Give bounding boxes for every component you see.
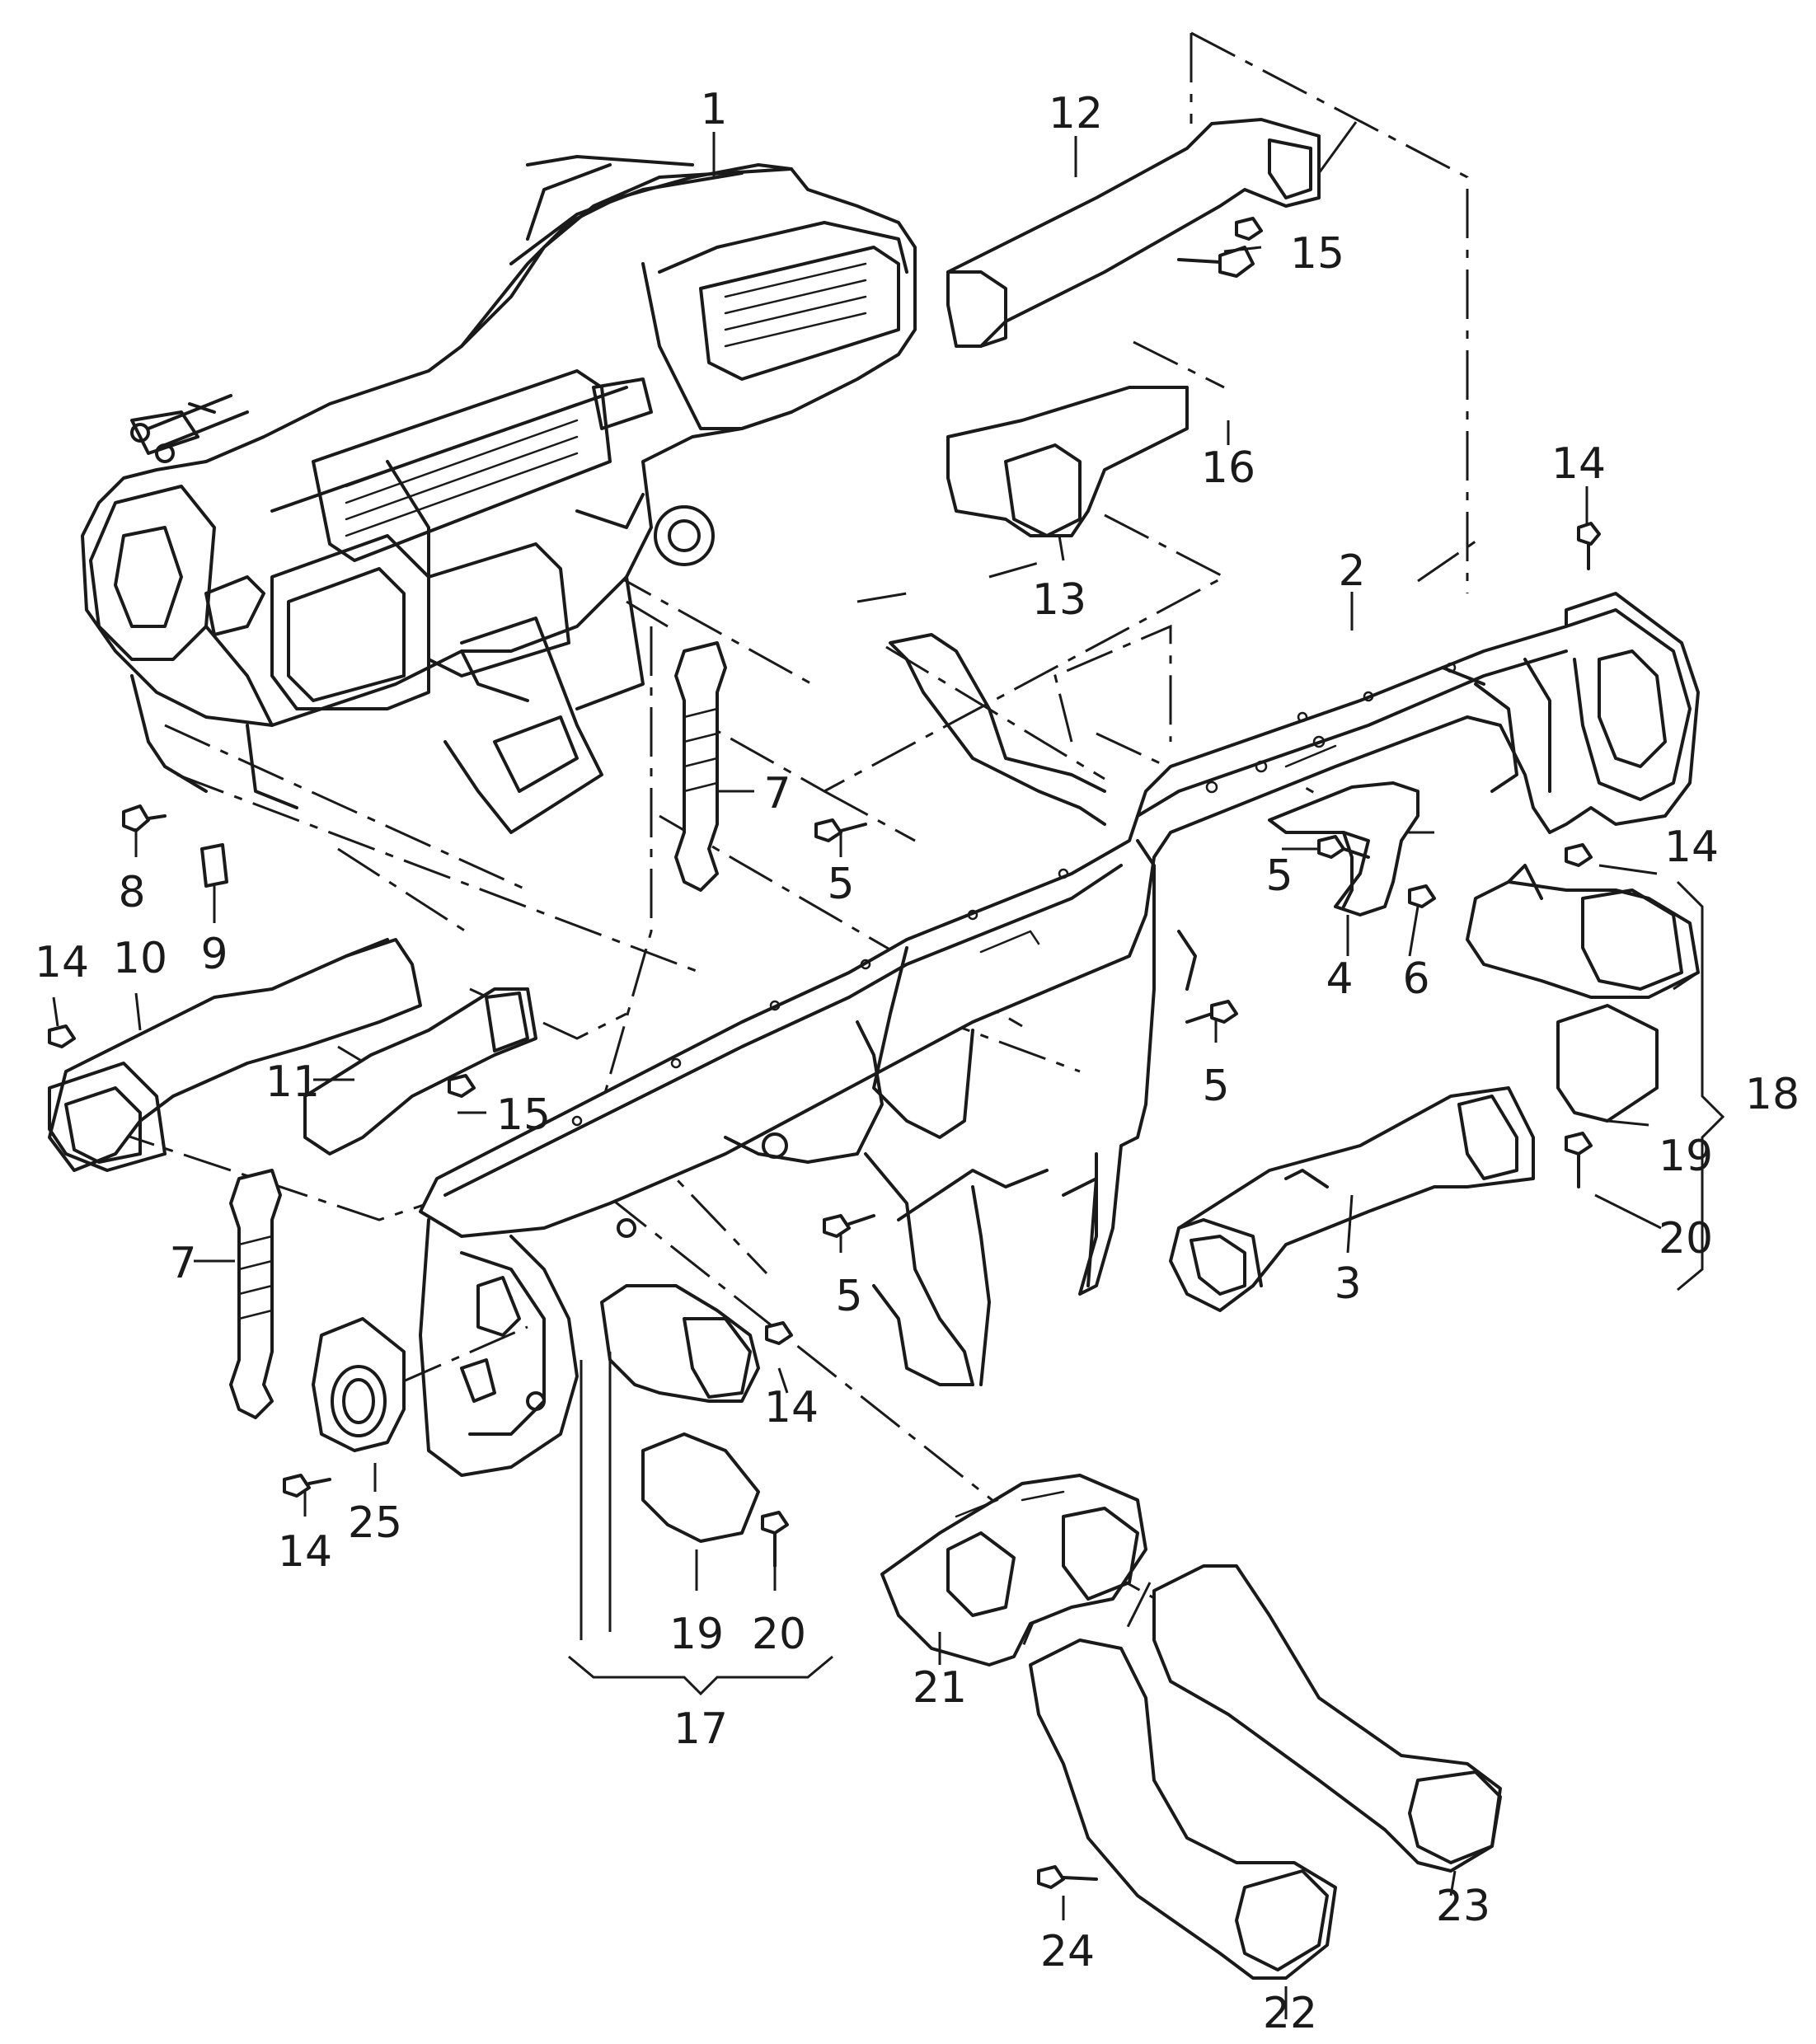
callout-19-a: 19 — [1659, 1132, 1713, 1181]
callout-22: 22 — [1263, 1989, 1317, 2038]
part-21-center-duct — [880, 1474, 1147, 1667]
callout-14-b: 14 — [1664, 823, 1719, 872]
leader-lines — [52, 121, 1699, 2019]
part-18-right-vent — [1466, 864, 1700, 1123]
callout-4: 4 — [1326, 954, 1353, 1004]
callout-21: 21 — [913, 1663, 967, 1713]
callout-14-d: 14 — [764, 1383, 819, 1432]
callout-15-b: 15 — [496, 1090, 551, 1140]
callout-14-e: 14 — [278, 1527, 332, 1577]
callout-5-d: 5 — [835, 1272, 862, 1321]
callout-3: 3 — [1334, 1259, 1361, 1309]
callout-6: 6 — [1402, 954, 1429, 1004]
part-17-center-vent — [600, 1284, 760, 1543]
callout-5-c: 5 — [1202, 1062, 1229, 1111]
part-22-lower-duct — [1029, 1638, 1337, 1980]
callout-2: 2 — [1338, 546, 1365, 596]
part-7-fastener-upper — [674, 641, 727, 892]
part-7-fastener-lower — [229, 1169, 282, 1419]
callout-7-b: 7 — [169, 1239, 196, 1288]
part-4-bracket — [1268, 781, 1419, 917]
callout-14-a: 14 — [1551, 439, 1606, 489]
part-10-left-vent-duct — [48, 938, 422, 1172]
callout-20-a: 20 — [1659, 1214, 1713, 1263]
callout-15-a: 15 — [1290, 229, 1344, 279]
callout-13: 13 — [1032, 575, 1086, 625]
callout-20-b: 20 — [752, 1610, 806, 1659]
callout-24: 24 — [1040, 1927, 1095, 1976]
part-1-climate-unit — [81, 155, 917, 834]
callout-9: 9 — [200, 930, 228, 979]
part-13-duct-elbow — [946, 386, 1189, 537]
callout-16: 16 — [1201, 443, 1255, 493]
callout-8: 8 — [118, 868, 145, 917]
callout-12: 12 — [1049, 89, 1103, 138]
part-12-upper-duct — [946, 118, 1321, 348]
group-braces — [568, 880, 1725, 1696]
callout-25: 25 — [348, 1498, 402, 1548]
part-11-small-duct — [303, 987, 537, 1156]
callout-5-a: 5 — [827, 860, 854, 909]
callout-19-b: 19 — [669, 1610, 724, 1659]
callout-18: 18 — [1745, 1070, 1800, 1119]
callout-14-c: 14 — [35, 938, 89, 987]
callout-23: 23 — [1436, 1882, 1490, 1931]
part-9-clip — [200, 843, 228, 888]
callout-10: 10 — [113, 934, 167, 983]
callout-labels: 1 2 3 4 5 5 5 5 6 7 7 8 9 10 11 12 13 14… — [35, 85, 1800, 2038]
part-23-lower-duct — [1152, 1564, 1502, 1873]
callout-11: 11 — [265, 1057, 320, 1107]
callout-17: 17 — [673, 1704, 728, 1754]
part-2-cross-member — [419, 592, 1700, 1477]
fasteners — [48, 217, 1601, 1889]
part-25-grommet — [312, 1317, 406, 1452]
callout-7-a: 7 — [763, 769, 791, 818]
callout-5-b: 5 — [1265, 851, 1293, 901]
callout-1: 1 — [700, 85, 727, 134]
